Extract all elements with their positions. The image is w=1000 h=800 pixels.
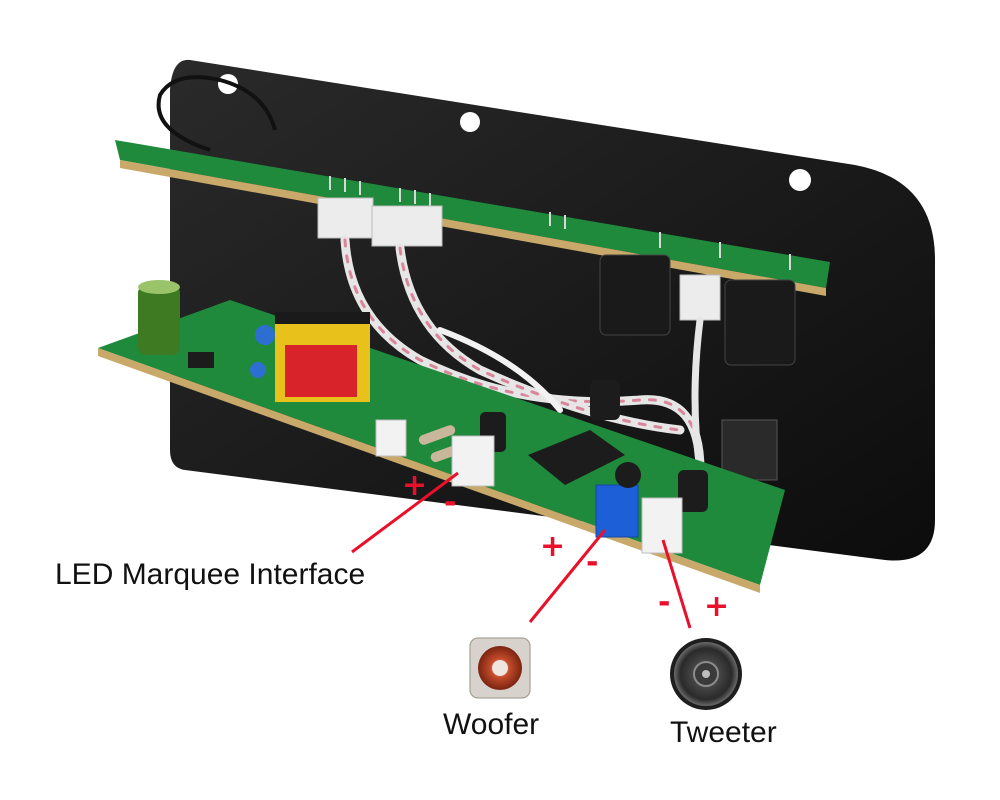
tweeter-plus-sign: + [704, 589, 730, 624]
woofer-minus-sign: - [586, 545, 599, 580]
pointer-lines [351, 471, 692, 629]
rca-jack [724, 279, 796, 366]
power-connector [375, 419, 407, 457]
transformer-core [275, 312, 370, 324]
woofer-pointer [528, 529, 607, 623]
tweeter-minus-sign: - [658, 585, 671, 620]
rca-jack [599, 254, 671, 336]
tweeter-connector [641, 497, 683, 554]
control-pcb [115, 140, 830, 288]
transformer-winding [285, 345, 357, 397]
mount-hole [460, 112, 480, 132]
header-pins [329, 176, 791, 270]
main-pcb-edge [98, 348, 760, 593]
disk-capacitor [250, 362, 266, 378]
capacitor-top [138, 280, 180, 294]
ribbon-connector [371, 205, 443, 247]
led-plus-sign: + [402, 468, 428, 503]
tweeter-pointer [661, 539, 692, 629]
disk-capacitor [255, 325, 275, 345]
led-marquee-interface-label: LED Marquee Interface [55, 558, 366, 591]
inductor [615, 462, 641, 488]
mount-hole [789, 169, 811, 191]
tweeter-label: Tweeter [670, 716, 777, 749]
relay [721, 419, 778, 481]
amplifier-ic [528, 430, 625, 485]
capacitor [138, 285, 180, 355]
woofer-label: Woofer [443, 708, 540, 741]
resistor [418, 425, 456, 445]
led-connector [451, 435, 495, 487]
tweeter-speaker-icon [670, 638, 742, 710]
woofer-plus-sign: + [540, 529, 566, 564]
led-minus-sign: - [444, 485, 457, 520]
capacitor-small [590, 380, 620, 420]
ribbon-connector [317, 197, 374, 239]
capacitor-small [678, 470, 708, 512]
small-ic [188, 352, 214, 368]
woofer-speaker-icon [469, 637, 531, 699]
led-pointer [351, 471, 459, 554]
antenna-wire [156, 75, 277, 152]
ribbon-cables [340, 235, 705, 475]
woofer-connector [595, 484, 639, 538]
ribbon-connector [679, 274, 721, 321]
